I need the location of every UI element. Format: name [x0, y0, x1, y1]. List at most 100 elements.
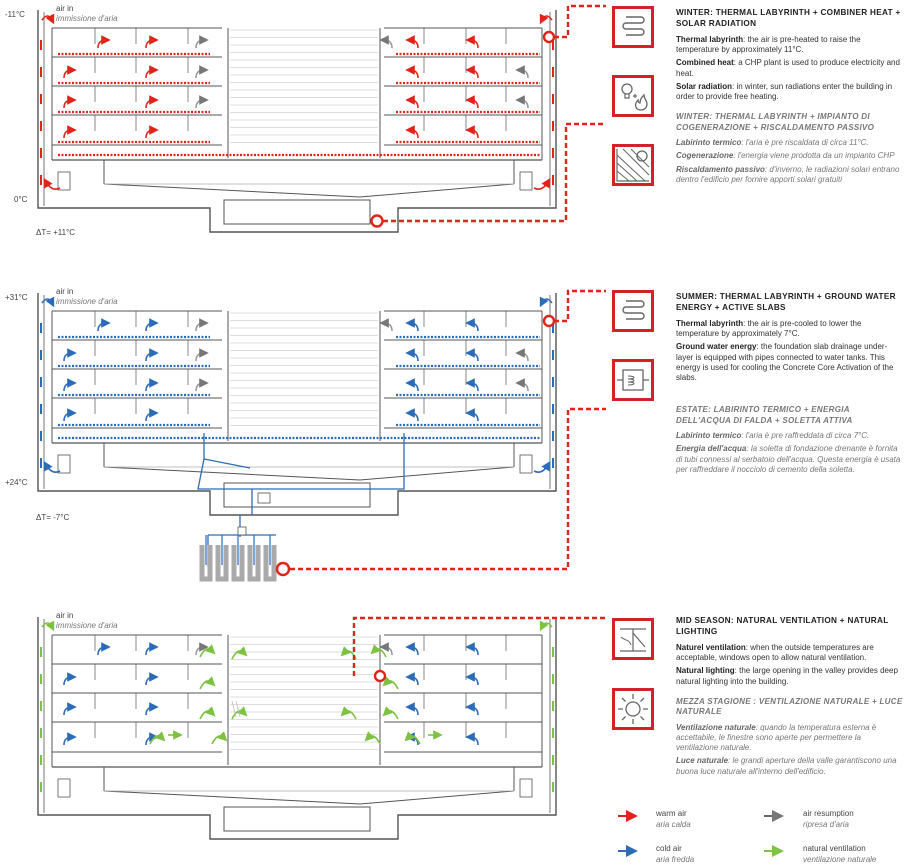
air-arrow: [145, 348, 159, 362]
natural-vent-arrow: [404, 731, 421, 745]
winter-temp-bottom: 0°C: [14, 195, 28, 204]
winter-item-it: Riscaldamento passivo: d'inverno, le rad…: [676, 165, 904, 185]
item-term: Combined heat: [676, 58, 734, 68]
air-arrow: [465, 65, 479, 79]
item-text: : le grandi aperture della valle garanti…: [676, 756, 897, 776]
air-arrow: [405, 95, 419, 109]
air-arrow: [465, 125, 479, 139]
air-arrow: [533, 177, 551, 190]
item-text: : l'energia viene prodotta da un impiant…: [733, 151, 895, 161]
resumption-arrow: [379, 318, 393, 332]
air-arrow: [145, 408, 159, 422]
winter-item-it: Cogenerazione: l'energia viene prodotta …: [676, 151, 904, 161]
summer-item: Thermal labyrinth: the air is pre-cooled…: [676, 319, 904, 339]
legend-label-it: ventilazione naturale: [803, 855, 877, 864]
resumption-arrow: [515, 378, 529, 392]
air-in-label-it: immissione d'aria: [56, 621, 118, 630]
natural-vent-arrow: [231, 706, 248, 720]
mid-item: Naturel ventilation: when the outside te…: [676, 643, 904, 663]
mid-item-it: Luce naturale: le grandi aperture della …: [676, 756, 904, 776]
item-text: : a CHP plant is used to produce electri…: [676, 58, 900, 78]
air-arrow: [145, 672, 159, 686]
winter-title-it: WINTER: THERMAL LABYRINTH + IMPIANTO DI …: [676, 112, 875, 132]
water-tank: [263, 545, 277, 582]
summer-title-en: SUMMER: THERMAL LABYRINTH + GROUND WATER…: [676, 292, 896, 312]
item-text: : the air is pre-heated to raise the tem…: [676, 35, 861, 55]
natural-vent-arrow: [231, 646, 248, 660]
item-text: : d'inverno, le radiazioni solari entran…: [676, 164, 900, 184]
air-arrow: [405, 672, 419, 686]
water-tank: [247, 545, 261, 582]
air-arrow: [465, 348, 479, 362]
resumption-arrow: [515, 65, 529, 79]
summer-item-it: Labirinto termico: l'aria è pre raffredd…: [676, 431, 904, 441]
air-arrow: [405, 702, 419, 716]
air-arrow: [145, 95, 159, 109]
light-ray: [231, 700, 237, 718]
air-arrow: [145, 318, 159, 332]
air-arrow: [145, 65, 159, 79]
natural-vent-arrow: [382, 706, 399, 720]
resumption-arrow: [195, 35, 209, 49]
air-arrow: [405, 348, 419, 362]
summer-temp-top: +31°C: [5, 293, 28, 302]
air-arrow: [405, 65, 419, 79]
legend-label-it: aria fredda: [656, 855, 695, 864]
item-text: : l'aria è pre riscaldata di circa 11°C.: [741, 138, 869, 148]
item-term: Thermal labyrinth: [676, 35, 744, 44]
summer-section: [37, 293, 557, 582]
air-in-arrow: [41, 620, 55, 632]
air-arrow: [63, 732, 77, 746]
natural-vent-arrow: [211, 731, 228, 745]
legend-label: air resumption: [803, 809, 854, 818]
leader-line: [554, 289, 606, 323]
air-arrow: [97, 318, 111, 332]
air-arrow: [533, 460, 551, 473]
legend-resumption: air resumption ripresa d'aria: [803, 808, 854, 830]
air-arrow: [145, 125, 159, 139]
item-term: Natural lighting: [676, 666, 735, 676]
summer-temp-bottom: +24°C: [5, 478, 28, 487]
leader-dot: [275, 561, 291, 577]
air-arrow: [63, 672, 77, 686]
leader-dot: [542, 30, 556, 44]
item-text: : when the outside temperatures are acce…: [676, 643, 874, 663]
mid-title-en: MID SEASON: NATURAL VENTILATION + NATURA…: [676, 616, 889, 636]
leader-line: [383, 122, 606, 223]
building-outline: [37, 293, 557, 516]
mid-item: Natural lighting: the large opening in t…: [676, 666, 904, 686]
winter-item: Combined heat: a CHP plant is used to pr…: [676, 58, 904, 78]
leader-line: [290, 407, 606, 571]
open-window-icon: [612, 618, 654, 660]
chp-icon: [612, 75, 654, 117]
legend-label-it: ripresa d'aria: [803, 820, 849, 829]
air-arrow: [63, 408, 77, 422]
air-in-arrow: [539, 620, 553, 632]
air-arrow: [97, 35, 111, 49]
item-text: : la soletta di fondazione drenante è fo…: [676, 444, 901, 474]
air-arrow: [145, 732, 159, 746]
air-arrow: [63, 348, 77, 362]
ramp: [103, 790, 515, 805]
air-arrow: [465, 642, 479, 656]
service-box: [519, 171, 533, 191]
natural-vent-arrow: [199, 706, 216, 720]
air-arrow: [43, 460, 61, 473]
air-arrow: [63, 378, 77, 392]
item-term: Energia dell'acqua: [676, 444, 747, 454]
air-in-label: air in: [56, 611, 74, 620]
winter-panel: WINTER: THERMAL LABYRINTH + COMBINER HEA…: [676, 8, 904, 188]
air-arrow: [405, 408, 419, 422]
air-arrow: [97, 642, 111, 656]
winter-item-it: Labirinto termico: l'aria è pre riscalda…: [676, 138, 904, 148]
air-arrow: [465, 95, 479, 109]
sun-icon: [612, 688, 654, 730]
air-arrow: [405, 318, 419, 332]
air-arrow: [465, 378, 479, 392]
solar-radiation-icon: [612, 144, 654, 186]
natural-vent-arrow: [364, 731, 381, 745]
air-arrow: [465, 672, 479, 686]
resumption-arrow: [195, 95, 209, 109]
